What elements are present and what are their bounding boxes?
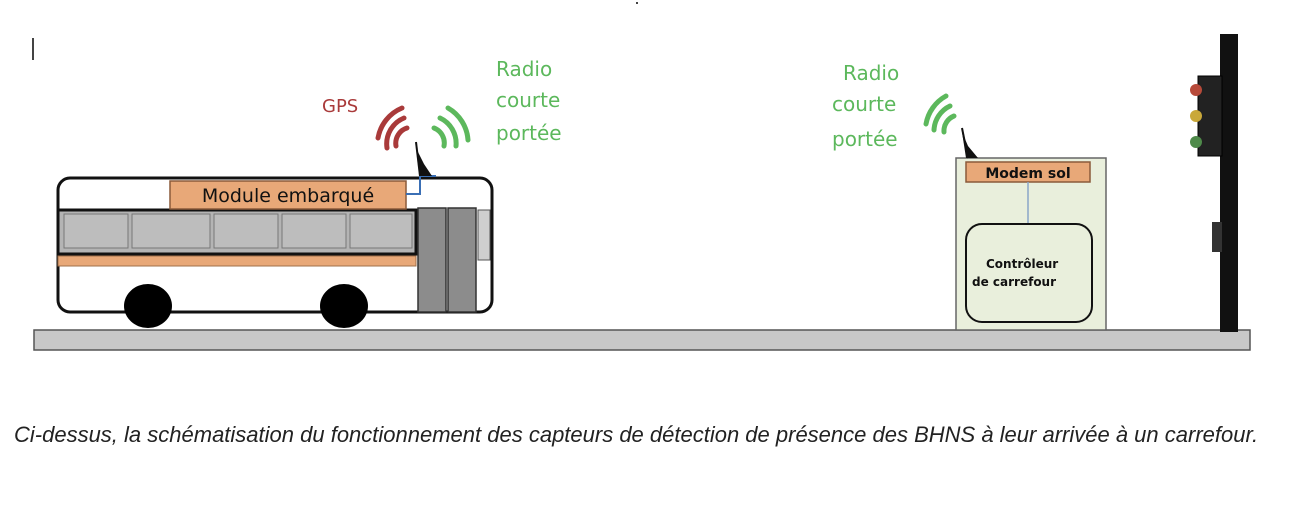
module-embarque <box>169 180 407 210</box>
bus-wheel-rear <box>320 284 368 328</box>
cabinet-box <box>955 157 1107 331</box>
bus-radio-signal-icon <box>431 105 471 149</box>
bus: Module embarqué <box>56 141 494 328</box>
module-label: Module embarqué <box>202 185 374 207</box>
svg-text:Radio: Radio <box>496 57 552 81</box>
bus-antenna-icon <box>416 148 432 176</box>
bus-stripe <box>57 255 417 267</box>
svg-text:courte: courte <box>496 88 560 112</box>
controleur-carrefour <box>965 223 1093 323</box>
signal-detector-box <box>1212 222 1222 252</box>
bus-door-right <box>447 207 477 313</box>
ground-radio-signal-icon <box>923 93 957 135</box>
road <box>33 329 1251 351</box>
red-light-icon <box>1190 84 1202 96</box>
roadside-cabinet: Modem sol Contrôleur de carrefour <box>955 127 1107 331</box>
bus-radio-label: Radio courte portée <box>496 57 562 145</box>
traffic-light <box>1190 34 1238 332</box>
svg-text:portée: portée <box>832 127 898 151</box>
amber-light-icon <box>1190 110 1202 122</box>
gps-label: GPS <box>322 96 358 117</box>
bus-door-left <box>417 207 447 313</box>
diagram: Module embarqué GPS Radio courte portée … <box>32 2 1251 351</box>
svg-text:Radio: Radio <box>843 61 899 85</box>
modem-label: Modem sol <box>985 166 1070 182</box>
controller-label-line1: Contrôleur <box>986 257 1058 271</box>
controller-label-line2: de carrefour <box>972 275 1056 289</box>
gps-signal-icon <box>375 105 410 151</box>
ground-radio-label: Radio courte portée <box>832 61 899 151</box>
signal-pole <box>1220 34 1238 332</box>
cabinet-antenna-icon <box>962 132 978 158</box>
stray-dot <box>636 2 638 4</box>
svg-text:courte: courte <box>832 92 896 116</box>
stray-mark <box>32 38 34 60</box>
bus-front-window <box>477 209 491 261</box>
figure-caption: Ci-dessus, la schématisation du fonction… <box>14 422 1259 447</box>
svg-text:portée: portée <box>496 121 562 145</box>
bus-wheel-front <box>124 284 172 328</box>
green-light-icon <box>1190 136 1202 148</box>
